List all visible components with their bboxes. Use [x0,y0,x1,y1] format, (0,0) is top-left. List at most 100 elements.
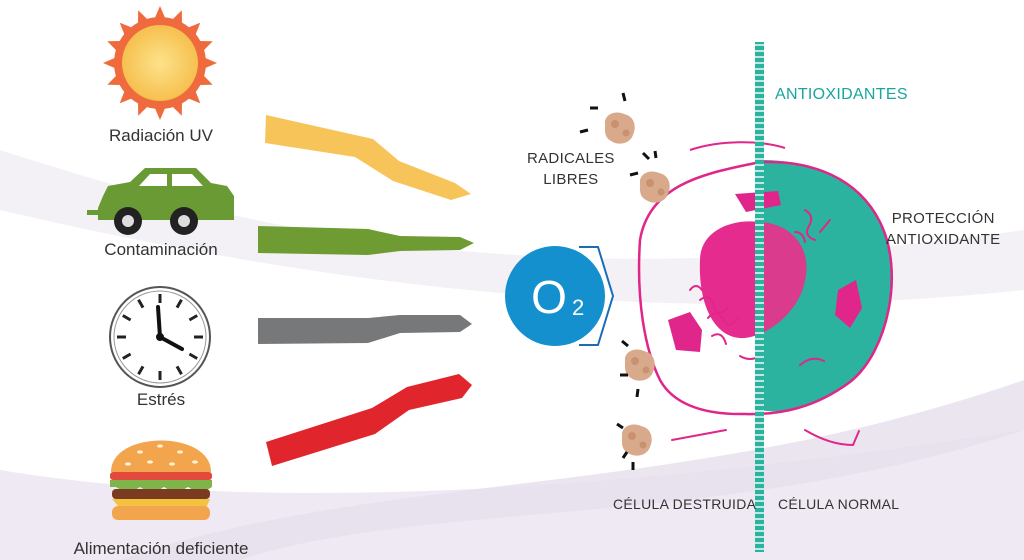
sun-ray [203,57,217,69]
clock-tick [122,352,132,360]
antioxidant-barrier [755,42,764,552]
clock-tick [137,365,145,375]
barrier-stripe [755,62,764,64]
clock-tick [188,352,198,360]
barrier-stripe [755,380,764,382]
oxygen-subscript: 2 [572,295,584,320]
barrier-stripe [755,98,764,100]
barrier-stripe [755,428,764,430]
barrier-stripe [755,248,764,250]
barrier-stripe [755,284,764,286]
barrier-stripe [755,278,764,280]
barrier-stripe [755,68,764,70]
car-icon [87,168,234,235]
barrier-stripe [755,410,764,412]
oxygen-symbol: O [531,271,567,323]
barrier-stripe [755,140,764,142]
barrier-stripe [755,530,764,532]
sun-ray [103,57,117,69]
pollution-arrow [258,226,474,255]
barrier-stripe [755,320,764,322]
radical-particle [616,422,652,470]
barrier-stripe [755,104,764,106]
free-radicals [579,92,670,470]
barrier-stripe [755,362,764,364]
antioxidants-label: ANTIOXIDANTES [775,86,908,103]
sun-ray [186,89,201,104]
clock-tick [175,299,183,309]
oxygen-molecule: O 2 [505,246,615,346]
barrier-stripe [755,356,764,358]
sun-ray [154,106,166,120]
clock-tick [188,314,198,322]
barrier-stripe [755,86,764,88]
barrier-stripe [755,44,764,46]
barrier-stripe [755,350,764,352]
barrier-stripe [755,368,764,370]
barrier-stripe [755,548,764,550]
barrier-stripe [755,506,764,508]
barrier-stripe [755,314,764,316]
barrier-stripe [755,236,764,238]
barrier-stripe [755,212,764,214]
barrier-stripe [755,170,764,172]
source-label-uv: Radiación UV [109,126,213,145]
barrier-stripe [755,92,764,94]
barrier-stripe [755,122,764,124]
barrier-stripe [755,152,764,154]
barrier-stripe [755,308,764,310]
barrier-stripe [755,56,764,58]
barrier-stripe [755,188,764,190]
barrier-stripe [755,542,764,544]
barrier-stripe [755,494,764,496]
barrier-stripe [755,458,764,460]
radical-particle [629,150,670,203]
protection-label-line1: PROTECCIÓN [891,210,995,227]
barrier-stripe [755,500,764,502]
source-label-pollution: Contaminación [104,240,218,259]
barrier-stripe [755,512,764,514]
radicals-label-line2: LIBRES [543,171,599,188]
stress-arrow [258,315,472,344]
cell [637,141,893,447]
barrier-stripe [755,344,764,346]
barrier-stripe [755,80,764,82]
barrier-stripe [755,416,764,418]
barrier-stripe [755,302,764,304]
barrier-stripe [755,332,764,334]
uv-arrow [265,115,471,200]
barrier-stripe [755,452,764,454]
barrier-stripe [755,290,764,292]
barrier-stripe [755,470,764,472]
barrier-stripe [755,518,764,520]
sun-ray [119,22,134,37]
barrier-stripe [755,194,764,196]
barrier-stripe [755,164,764,166]
barrier-stripe [755,524,764,526]
clock-tick [122,314,132,322]
barrier-stripe [755,374,764,376]
barrier-stripe [755,422,764,424]
barrier-stripe [755,398,764,400]
diet-arrow [266,374,472,466]
radical-particle [579,92,635,144]
barrier-stripe [755,326,764,328]
barrier-stripe [755,536,764,538]
barrier-stripe [755,488,764,490]
barrier-stripe [755,386,764,388]
barrier-stripe [755,110,764,112]
barrier-stripe [755,476,764,478]
barrier-stripe [755,296,764,298]
radical-particle [620,339,655,398]
barrier-stripe [755,116,764,118]
barrier-stripe [755,146,764,148]
barrier-stripe [755,128,764,130]
protection-label: PROTECCIÓN ANTIOXIDANTE [886,208,1000,250]
barrier-stripe [755,266,764,268]
sun-ray [154,6,166,20]
clock-tick [175,365,183,375]
burger-icon [110,440,212,520]
radicals-label-line1: RADICALES [527,150,615,167]
barrier-stripe [755,482,764,484]
